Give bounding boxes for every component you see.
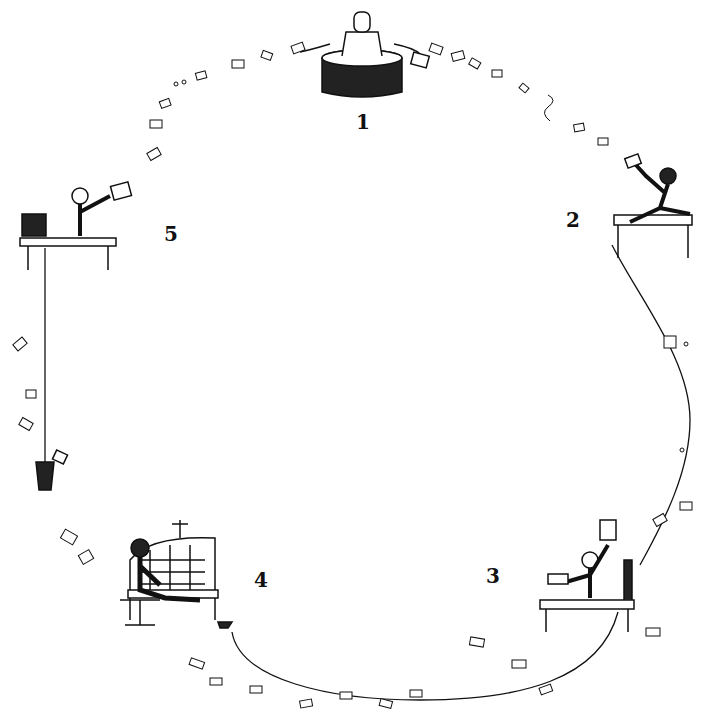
desk-figure [540,520,634,632]
flow-line [232,612,618,700]
basket-line [44,248,45,462]
desk-figure [120,520,232,628]
flow-line [612,245,690,565]
callout-number: 1 [356,112,370,132]
desk-figure [614,154,692,258]
desk-figure [20,182,132,270]
callout-number: 2 [566,210,580,230]
wastebasket [36,450,68,490]
press-figure [300,12,429,97]
callout-number: 3 [486,566,500,586]
callout-number: 4 [254,570,268,590]
callout-number: 5 [164,224,178,244]
flying-papers [13,42,692,708]
